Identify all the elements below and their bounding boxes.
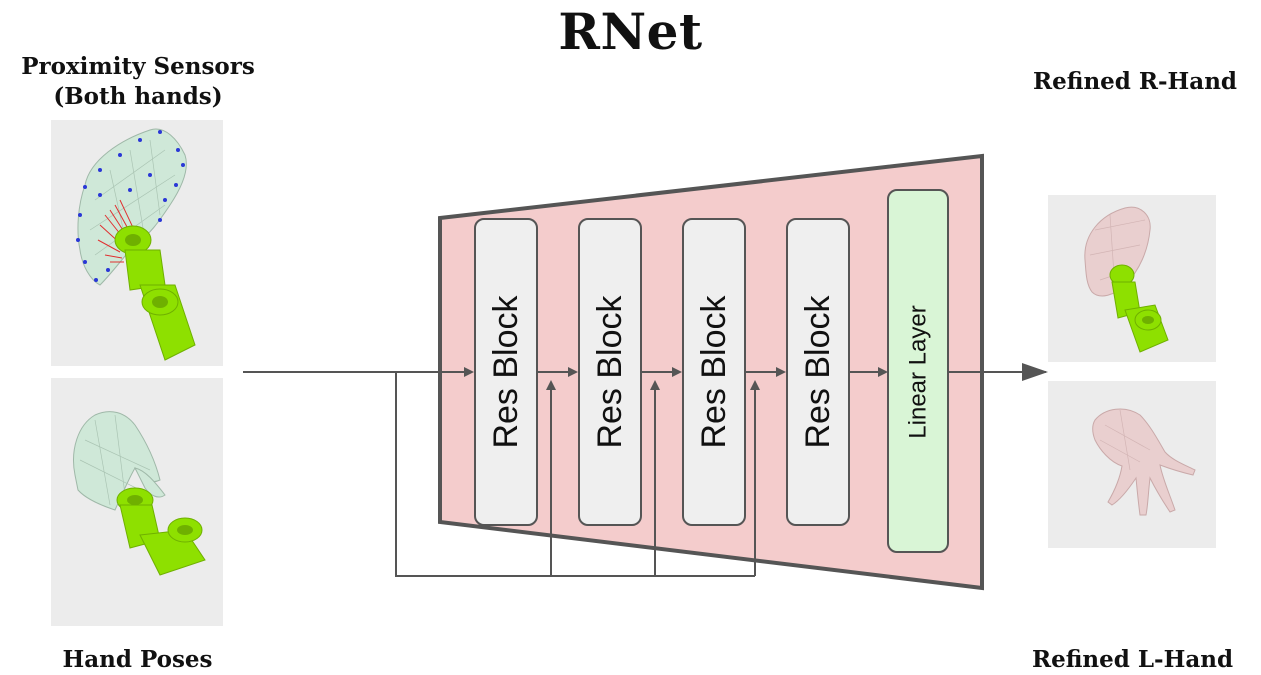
linear-layer: Linear Layer (887, 189, 949, 553)
res-block-1-label: Res Block (487, 294, 525, 448)
input-label-line1: Proximity Sensors (21, 53, 255, 80)
hand-pose-image (51, 378, 223, 626)
proximity-sensor-image (51, 120, 223, 366)
res-block-4-label: Res Block (799, 294, 837, 448)
diagram-title: RNet (558, 2, 703, 61)
skip-connections (395, 372, 760, 577)
linear-layer-label: Linear Layer (905, 305, 932, 438)
res-block-2-label: Res Block (591, 294, 629, 448)
input-label-hand-poses: Hand Poses (62, 646, 213, 673)
res-block-1: Res Block (474, 218, 538, 526)
res-block-3: Res Block (682, 218, 746, 526)
refined-r-hand-image (1048, 195, 1216, 362)
res-block-4: Res Block (786, 218, 850, 526)
res-block-2: Res Block (578, 218, 642, 526)
output-label-r-hand: Refined R-Hand (1032, 68, 1237, 95)
input-label-line2: (Both hands) (53, 83, 223, 110)
output-label-l-hand: Refined L-Hand (1031, 646, 1234, 673)
res-block-3-label: Res Block (695, 294, 733, 448)
refined-l-hand-image (1048, 381, 1216, 548)
input-label-proximity: Proximity Sensors (Both hands) (4, 52, 272, 112)
